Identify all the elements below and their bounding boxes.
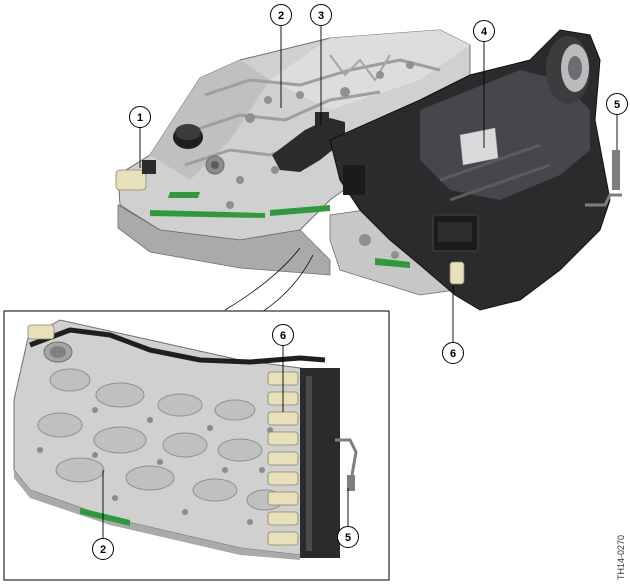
callout-6-inset-label: 6 [280, 330, 286, 342]
callout-2-label: 2 [278, 10, 284, 22]
detail-leader-lines [224, 247, 314, 313]
callout-3: 3 [310, 4, 332, 26]
callout-3-label: 3 [318, 10, 324, 22]
valve-housing-top [115, 29, 471, 296]
callout-2-inset: 2 [92, 538, 114, 560]
callout-1-label: 1 [137, 112, 143, 124]
electronic-module [329, 29, 622, 311]
solenoid-stack [267, 368, 340, 558]
callout-2-inset-label: 2 [100, 544, 106, 556]
callout-1: 1 [129, 106, 151, 128]
callout-5-inset-label: 5 [345, 532, 351, 544]
callout-5-inset: 5 [337, 526, 359, 548]
callout-6: 6 [442, 342, 464, 364]
detail-inset [3, 310, 390, 581]
figure-code: TH14-0270 [616, 535, 626, 580]
callout-6-inset: 6 [272, 324, 294, 346]
callout-2: 2 [270, 4, 292, 26]
callout-6-label: 6 [450, 348, 456, 360]
callout-leaders [102, 25, 618, 538]
callout-5-label: 5 [614, 99, 620, 111]
top-assembly [115, 29, 622, 311]
callout-4: 4 [473, 20, 495, 42]
callout-5: 5 [606, 93, 628, 115]
callout-4-label: 4 [481, 26, 488, 38]
